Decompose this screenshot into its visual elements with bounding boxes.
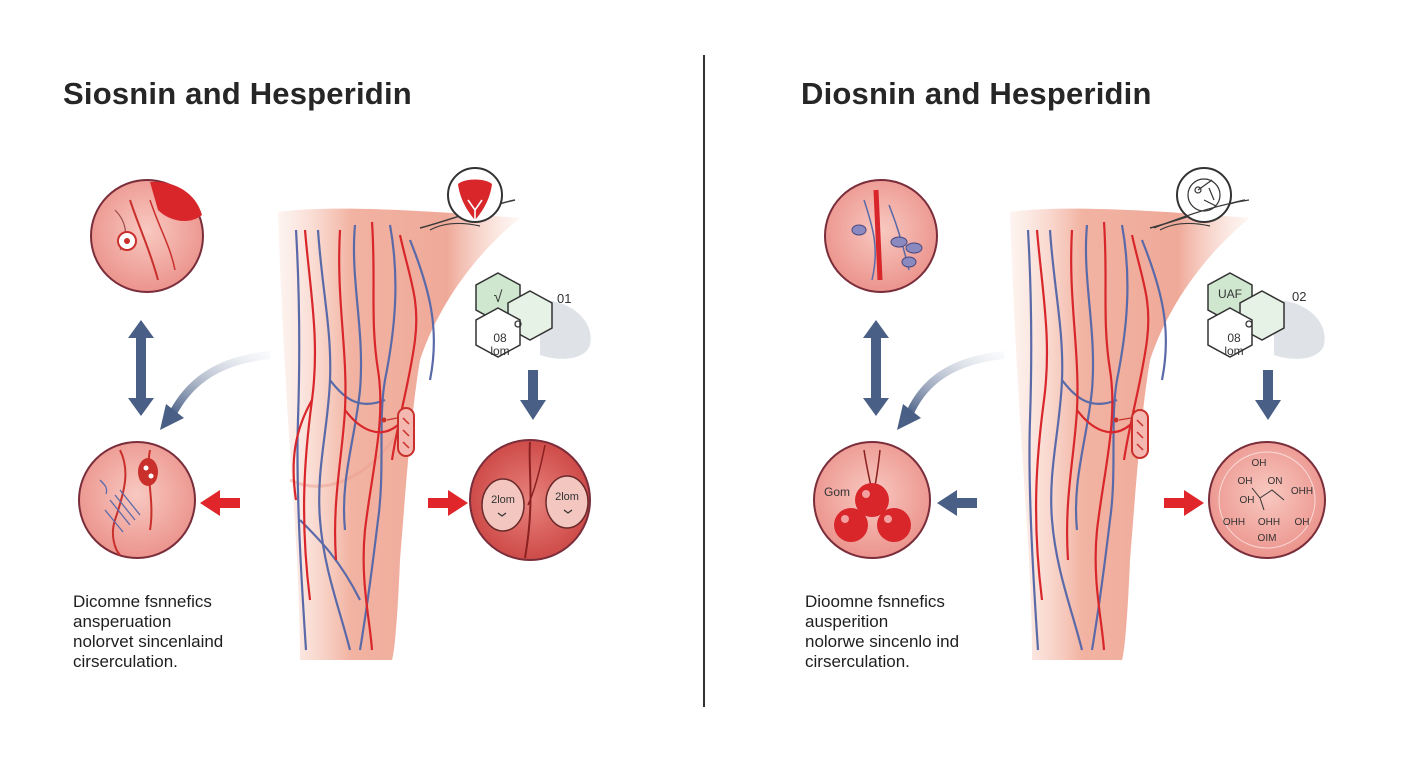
artery-network xyxy=(1034,221,1150,651)
caption-line: Dioomne fsnnefics xyxy=(805,592,945,611)
panel-title: Siosnin and Hesperidin xyxy=(63,76,412,111)
oh-label: OH xyxy=(1238,476,1253,487)
panel-title: Diosnin and Hesperidin xyxy=(801,76,1152,111)
curved-arrow xyxy=(160,351,271,430)
panel-divider xyxy=(703,55,705,707)
red-arrow-right xyxy=(428,490,468,516)
cell-label: 2lom xyxy=(491,494,515,506)
panel-right: Diosnin and Hesperidin xyxy=(704,0,1408,768)
oh-label: ON xyxy=(1268,476,1283,487)
molecule-structure: √ 01 08 lom xyxy=(475,272,591,359)
caption-line: Dicomne fsnnefics xyxy=(73,592,212,611)
down-arrow xyxy=(1255,370,1281,420)
molecule-inner-label: UAF xyxy=(1218,287,1242,301)
blood-cell-circle-top xyxy=(824,179,938,293)
leg-illustration xyxy=(1004,199,1250,670)
oh-label: OIM xyxy=(1258,533,1277,544)
heart-valve-icon xyxy=(447,167,503,223)
caption-line: cirserculation. xyxy=(805,652,910,671)
caption: Dicomne fsnnefics ansperuation nolorvet … xyxy=(73,592,223,672)
caption-line: nolorvet sincenlaind xyxy=(73,632,224,651)
blue-arrow-left xyxy=(937,490,977,516)
cell-circle-right: 2lom 2lom xyxy=(469,439,591,561)
capillary-marker xyxy=(381,407,415,457)
capillary-marker xyxy=(1113,409,1149,459)
vein-network xyxy=(1026,224,1167,651)
vein-network xyxy=(294,224,435,651)
hydroxyl-circle-right: OH OH ON OHH OHH OHH OH OIM OH xyxy=(1208,441,1326,559)
caption-line: nolorwe sincenlo ind xyxy=(805,632,960,651)
molecule-inner-label: √ xyxy=(494,289,503,306)
oh-label: OH xyxy=(1295,517,1310,528)
molecule-structure: UAF 02 08 lom xyxy=(1207,272,1325,359)
molecule-label-top: 08 xyxy=(1227,331,1241,345)
down-arrow xyxy=(520,370,546,420)
oh-label: OHH xyxy=(1291,486,1313,497)
molecule-label-top: 08 xyxy=(493,331,507,345)
caption-line: ansperuation xyxy=(73,612,172,631)
double-arrow-vertical xyxy=(863,320,889,416)
cell-cluster-label: Gom xyxy=(824,485,850,499)
artery-network xyxy=(292,221,418,651)
diagram-art: UAF 02 08 lom xyxy=(813,167,1326,670)
curved-arrow xyxy=(897,351,1005,430)
oh-label: OH xyxy=(1252,458,1267,469)
molecule-label-bottom: lom xyxy=(1224,344,1243,358)
oh-label: OH xyxy=(1240,495,1255,506)
molecule-diagram-icon xyxy=(1153,167,1250,229)
molecule-number: 01 xyxy=(557,291,571,306)
oh-label: OHH xyxy=(1223,517,1245,528)
red-arrow-left xyxy=(200,490,240,516)
caption-line: ausperition xyxy=(805,612,889,631)
vessel-circle-top xyxy=(90,179,204,293)
molecule-number: 02 xyxy=(1292,289,1306,304)
panel-left: Siosnin and Hesperidin xyxy=(63,76,591,672)
double-arrow-vertical xyxy=(128,320,154,416)
red-cell-cluster-circle: Gom xyxy=(813,441,931,559)
cell-label: 2lom xyxy=(555,491,579,503)
caption: Dioomne fsnnefics ausperition nolorwe si… xyxy=(805,592,959,672)
caption-line: cirserculation. xyxy=(73,652,178,671)
molecule-label-bottom: lom xyxy=(490,344,509,358)
red-arrow-right xyxy=(1164,490,1204,516)
vessel-circle-bottom xyxy=(78,441,196,559)
diagram-art: √ 01 08 lom xyxy=(78,167,591,670)
oh-label: OHH xyxy=(1258,517,1280,528)
